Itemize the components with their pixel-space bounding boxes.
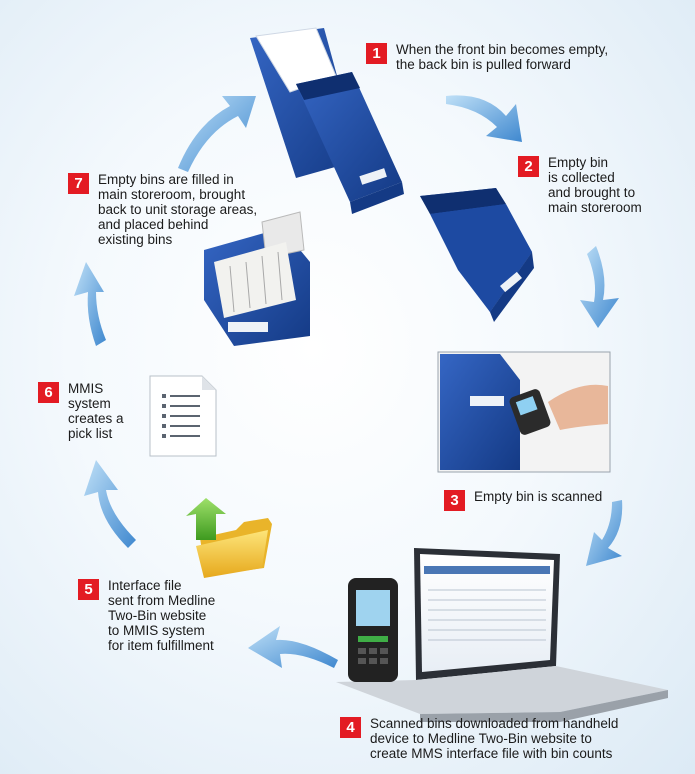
step-number-badge: 2 <box>518 156 539 177</box>
step-7: 7 Empty bins are filled in main storeroo… <box>68 172 257 247</box>
scanner-icon <box>437 351 611 473</box>
step-number-badge: 5 <box>78 579 99 600</box>
step-number-badge: 6 <box>38 382 59 403</box>
arrow-icon <box>248 626 338 668</box>
scanner-icon <box>348 578 398 682</box>
step-4: 4 Scanned bins downloaded from handheld … <box>340 716 618 761</box>
step-text: Interface file sent from Medline Two-Bin… <box>108 578 216 653</box>
step-text: Empty bin is scanned <box>474 489 603 504</box>
step-text: Empty bin is collected and brought to ma… <box>548 155 642 215</box>
arrow-icon <box>178 96 256 172</box>
step-1: 1 When the front bin becomes empty, the … <box>366 42 608 72</box>
step-3: 3 Empty bin is scanned <box>444 489 602 511</box>
step-text: MMIS system creates a pick list <box>68 381 124 441</box>
bin-icon <box>420 188 534 322</box>
step-5: 5 Interface file sent from Medline Two-B… <box>78 578 215 653</box>
arrow-icon <box>586 500 623 566</box>
laptop-icon <box>336 548 668 722</box>
pick-list-icon <box>149 375 217 457</box>
step-number-badge: 3 <box>444 490 465 511</box>
step-text: When the front bin becomes empty, the ba… <box>396 42 609 72</box>
step-number-badge: 7 <box>68 173 89 194</box>
step-2: 2 Empty bin is collected and brought to … <box>518 155 642 215</box>
step-number-badge: 4 <box>340 717 361 738</box>
arrow-icon <box>84 460 136 548</box>
step-number-badge: 1 <box>366 43 387 64</box>
bin-icon <box>204 211 310 346</box>
step-text: Scanned bins downloaded from handheld de… <box>370 716 619 761</box>
cycle-arrows <box>74 95 623 668</box>
arrow-icon <box>74 262 106 346</box>
arrow-icon <box>446 95 522 142</box>
step-text: Empty bins are filled in main storeroom,… <box>98 172 258 247</box>
folder-upload-icon <box>186 498 272 578</box>
bin-icon <box>250 27 404 214</box>
arrow-icon <box>580 246 619 328</box>
step-6: 6 MMIS system creates a pick list <box>38 381 124 441</box>
